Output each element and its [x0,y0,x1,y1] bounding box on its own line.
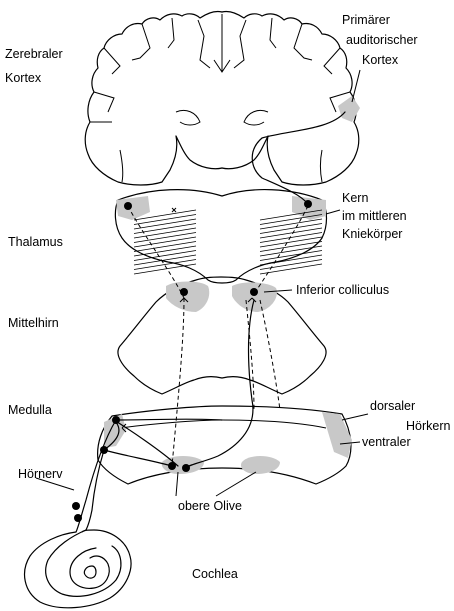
hatch-line [260,224,322,234]
synapse-dot [304,200,312,208]
hatch-line [134,215,196,225]
hatch-line [260,260,322,270]
label-mgn-line2: im mittleren [342,209,407,223]
synapse-dot [72,502,80,510]
label-medulla: Medulla [8,403,52,417]
hatch-line [134,251,196,261]
label-ventral: ventraler [362,435,411,449]
synapse-dot [180,288,188,296]
mgn-left-region [116,196,150,220]
superior-olive-right-region [241,456,280,474]
hatch-line [260,246,322,256]
label-cortex-line1: Zerebraler [5,47,63,61]
synapse-dot [100,446,108,454]
hatch-line [134,233,196,243]
inferior-colliculus-right-region [232,282,277,312]
hatch-line [134,255,196,265]
hatch-line [260,251,322,261]
synapse-dot [168,462,176,470]
cochlea-spiral [25,530,131,608]
hatch-line [134,237,196,247]
hatch-line [260,237,322,247]
label-primary-auditory-line3: Kortex [362,53,399,67]
hatch-line [260,242,322,252]
label-primary-auditory-line1: Primärer [342,13,390,27]
hatch-line [134,228,196,238]
medulla-outline [98,406,351,484]
hatch-line [260,264,322,274]
hatch-line [260,219,322,229]
hatch-line [260,255,322,265]
synapse-dot [112,416,120,424]
hatch-line [260,215,322,225]
label-thalamus: Thalamus [8,235,63,249]
synapse-forks [122,208,256,432]
synapse-dot [182,464,190,472]
label-mgn-line1: Kern [342,191,368,205]
hatch-line [134,242,196,252]
label-cochlear-nucleus: Hörkern [406,419,451,433]
label-midbrain: Mittelhirn [8,316,59,330]
label-cochlea: Cochlea [192,567,238,581]
hatch-line [134,219,196,229]
synapse-dot [74,514,82,522]
synapse-dot [250,288,258,296]
label-superior-olive: obere Olive [178,499,242,513]
label-auditory-nerve: Hörnerv [18,467,63,481]
label-primary-auditory-line2: auditorischer [346,33,418,47]
thalamus-hatching-left [134,210,196,274]
hatch-line [260,233,322,243]
primary-auditory-cortex-region [338,96,360,122]
hatch-line [134,246,196,256]
inferior-colliculus-left-region [166,282,209,313]
cerebral-cortex-outline [85,11,359,185]
synapses [72,200,312,522]
label-cortex-line2: Kortex [5,71,42,85]
label-inferior-colliculus: Inferior colliculus [296,283,389,297]
synapse-dot [124,202,132,210]
hatch-line [134,264,196,274]
thalamus-hatching-right [260,210,322,274]
label-dorsal: dorsaler [370,399,415,413]
label-mgn-line3: Kniekörper [342,227,402,241]
midbrain-outline [118,277,326,394]
